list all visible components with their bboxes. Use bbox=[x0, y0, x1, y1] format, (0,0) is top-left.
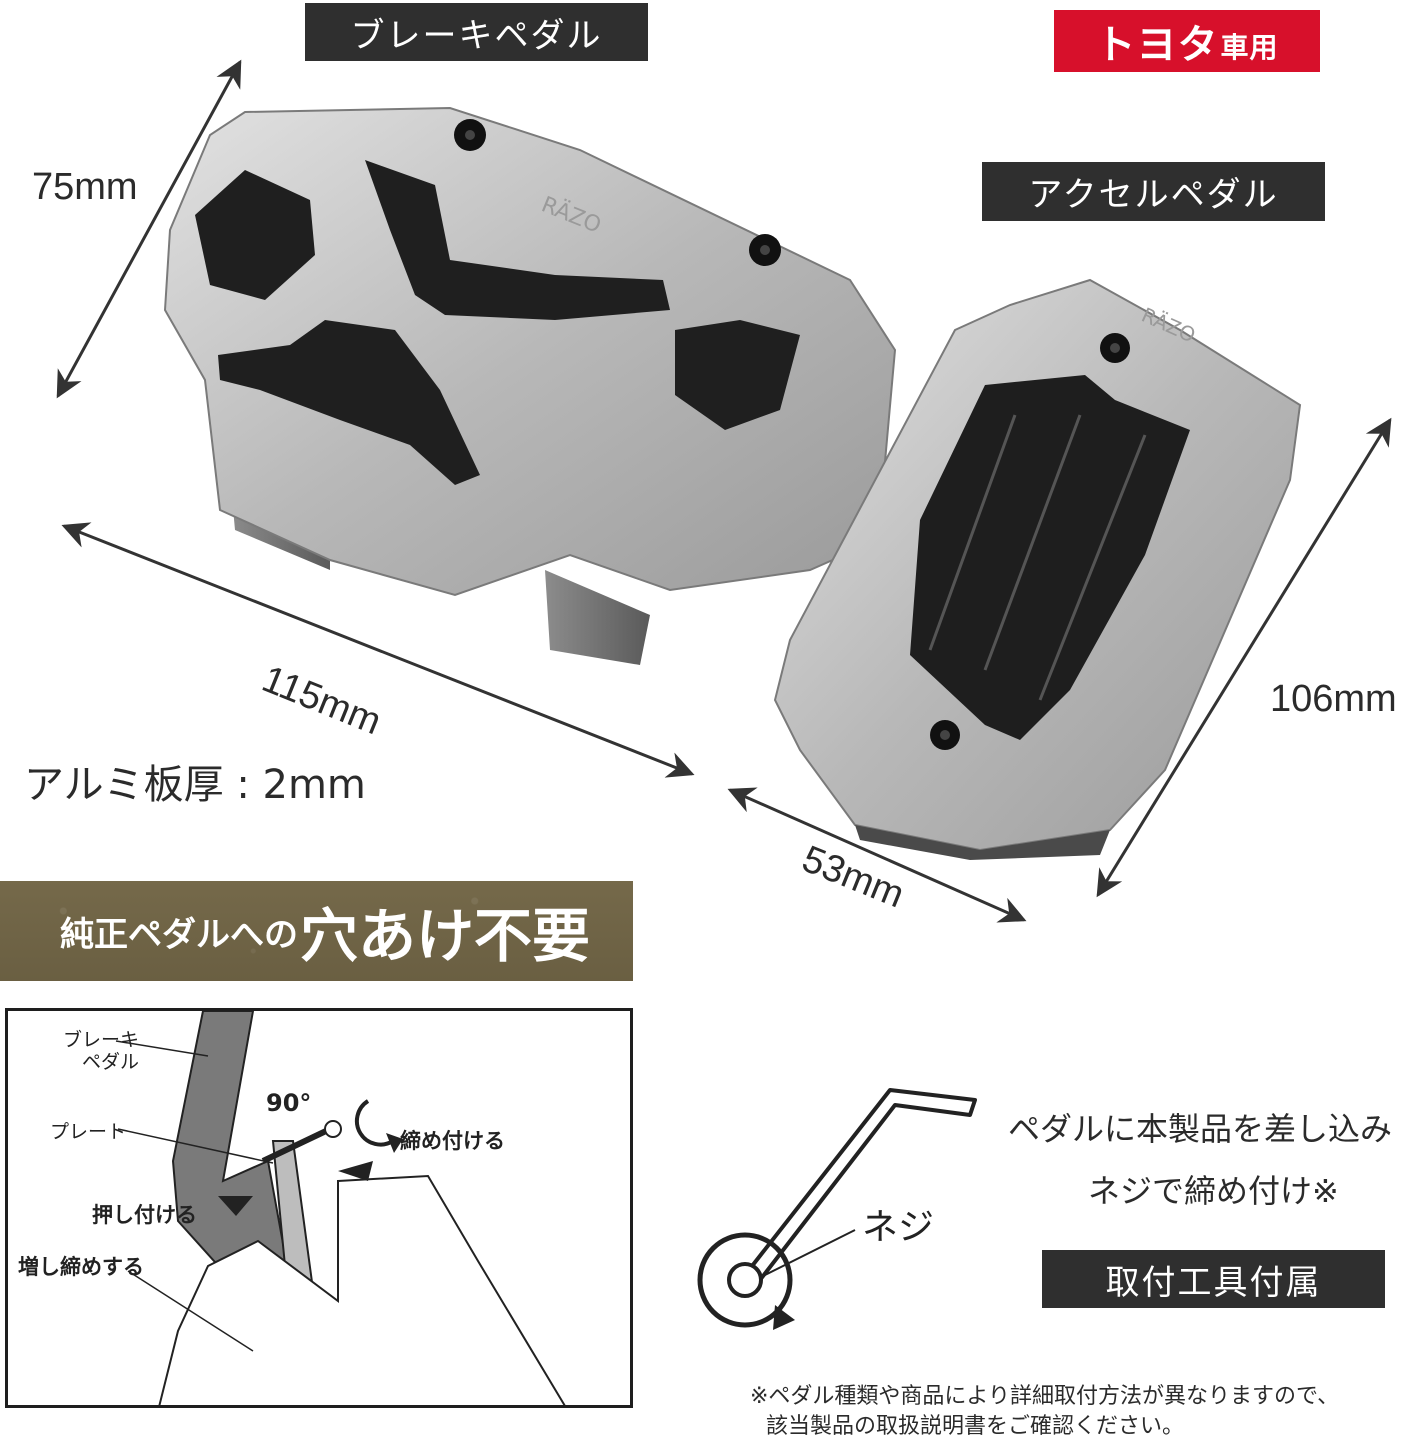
brake-pedal-image: RÄZO bbox=[163, 106, 897, 665]
footnote: ※ペダル種類や商品により詳細取付方法が異なりますので、 該当製品の取扱説明書をご… bbox=[750, 1382, 1339, 1440]
banner-large-text: 穴あけ不要 bbox=[300, 902, 591, 970]
diagram-illustration bbox=[115, 1011, 566, 1405]
footnote-line2: 該当製品の取扱説明書をご確認ください。 bbox=[766, 1414, 1185, 1439]
toyota-badge-suffix: 車用 bbox=[1220, 31, 1279, 64]
accel-height-dimension: 106mm bbox=[1270, 678, 1397, 720]
press-callout: 押し付ける bbox=[92, 1203, 197, 1227]
brake-height-dimension: 75mm bbox=[32, 166, 138, 208]
tool-included-label: 取付工具付属 bbox=[1042, 1250, 1385, 1308]
screw-label: ネジ bbox=[862, 1207, 935, 1248]
hex-wrench-icon bbox=[697, 1088, 977, 1330]
tighten-callout: 締め付ける bbox=[400, 1129, 505, 1153]
no-drilling-banner: 純正ペダルへの穴あけ不要 bbox=[0, 881, 633, 981]
aluminum-thickness: アルミ板厚 : 2mm bbox=[24, 762, 366, 808]
brake-pedal-label: ブレーキペダル bbox=[305, 3, 648, 61]
brake-pedal-callout: ブレーキ ペダル bbox=[63, 1029, 139, 1073]
footnote-line1: ※ペダル種類や商品により詳細取付方法が異なりますので、 bbox=[750, 1384, 1340, 1409]
angle-label: 90° bbox=[266, 1089, 312, 1117]
toyota-badge-main: トヨタ bbox=[1095, 22, 1219, 68]
accel-pedal-image: RÄZO bbox=[773, 278, 1302, 860]
install-instruction-line1: ペダルに本製品を差し込み bbox=[1008, 1110, 1393, 1148]
installation-diagram: ブレーキ ペダル 90° プレート 締め付ける 押し付ける 増し締めする bbox=[5, 1008, 633, 1408]
tool-included-text: 取付工具付属 bbox=[1105, 1262, 1322, 1303]
install-instruction-line2: ネジで締め付け※ bbox=[1088, 1172, 1339, 1210]
brake-pedal-label-text: ブレーキペダル bbox=[350, 15, 603, 56]
toyota-badge: トヨタ車用 bbox=[1054, 10, 1320, 72]
brake-pedal-callout-line2: ペダル bbox=[82, 1051, 140, 1073]
dimension-arrows bbox=[56, 59, 1392, 923]
accel-pedal-label: アクセルペダル bbox=[982, 162, 1325, 221]
banner-small-text: 純正ペダルへの bbox=[60, 914, 298, 955]
accel-pedal-label-text: アクセルペダル bbox=[1028, 175, 1279, 215]
brake-pedal-callout-line1: ブレーキ bbox=[63, 1029, 140, 1051]
plate-callout: プレート bbox=[50, 1121, 127, 1143]
retighten-callout: 増し締めする bbox=[18, 1255, 144, 1279]
